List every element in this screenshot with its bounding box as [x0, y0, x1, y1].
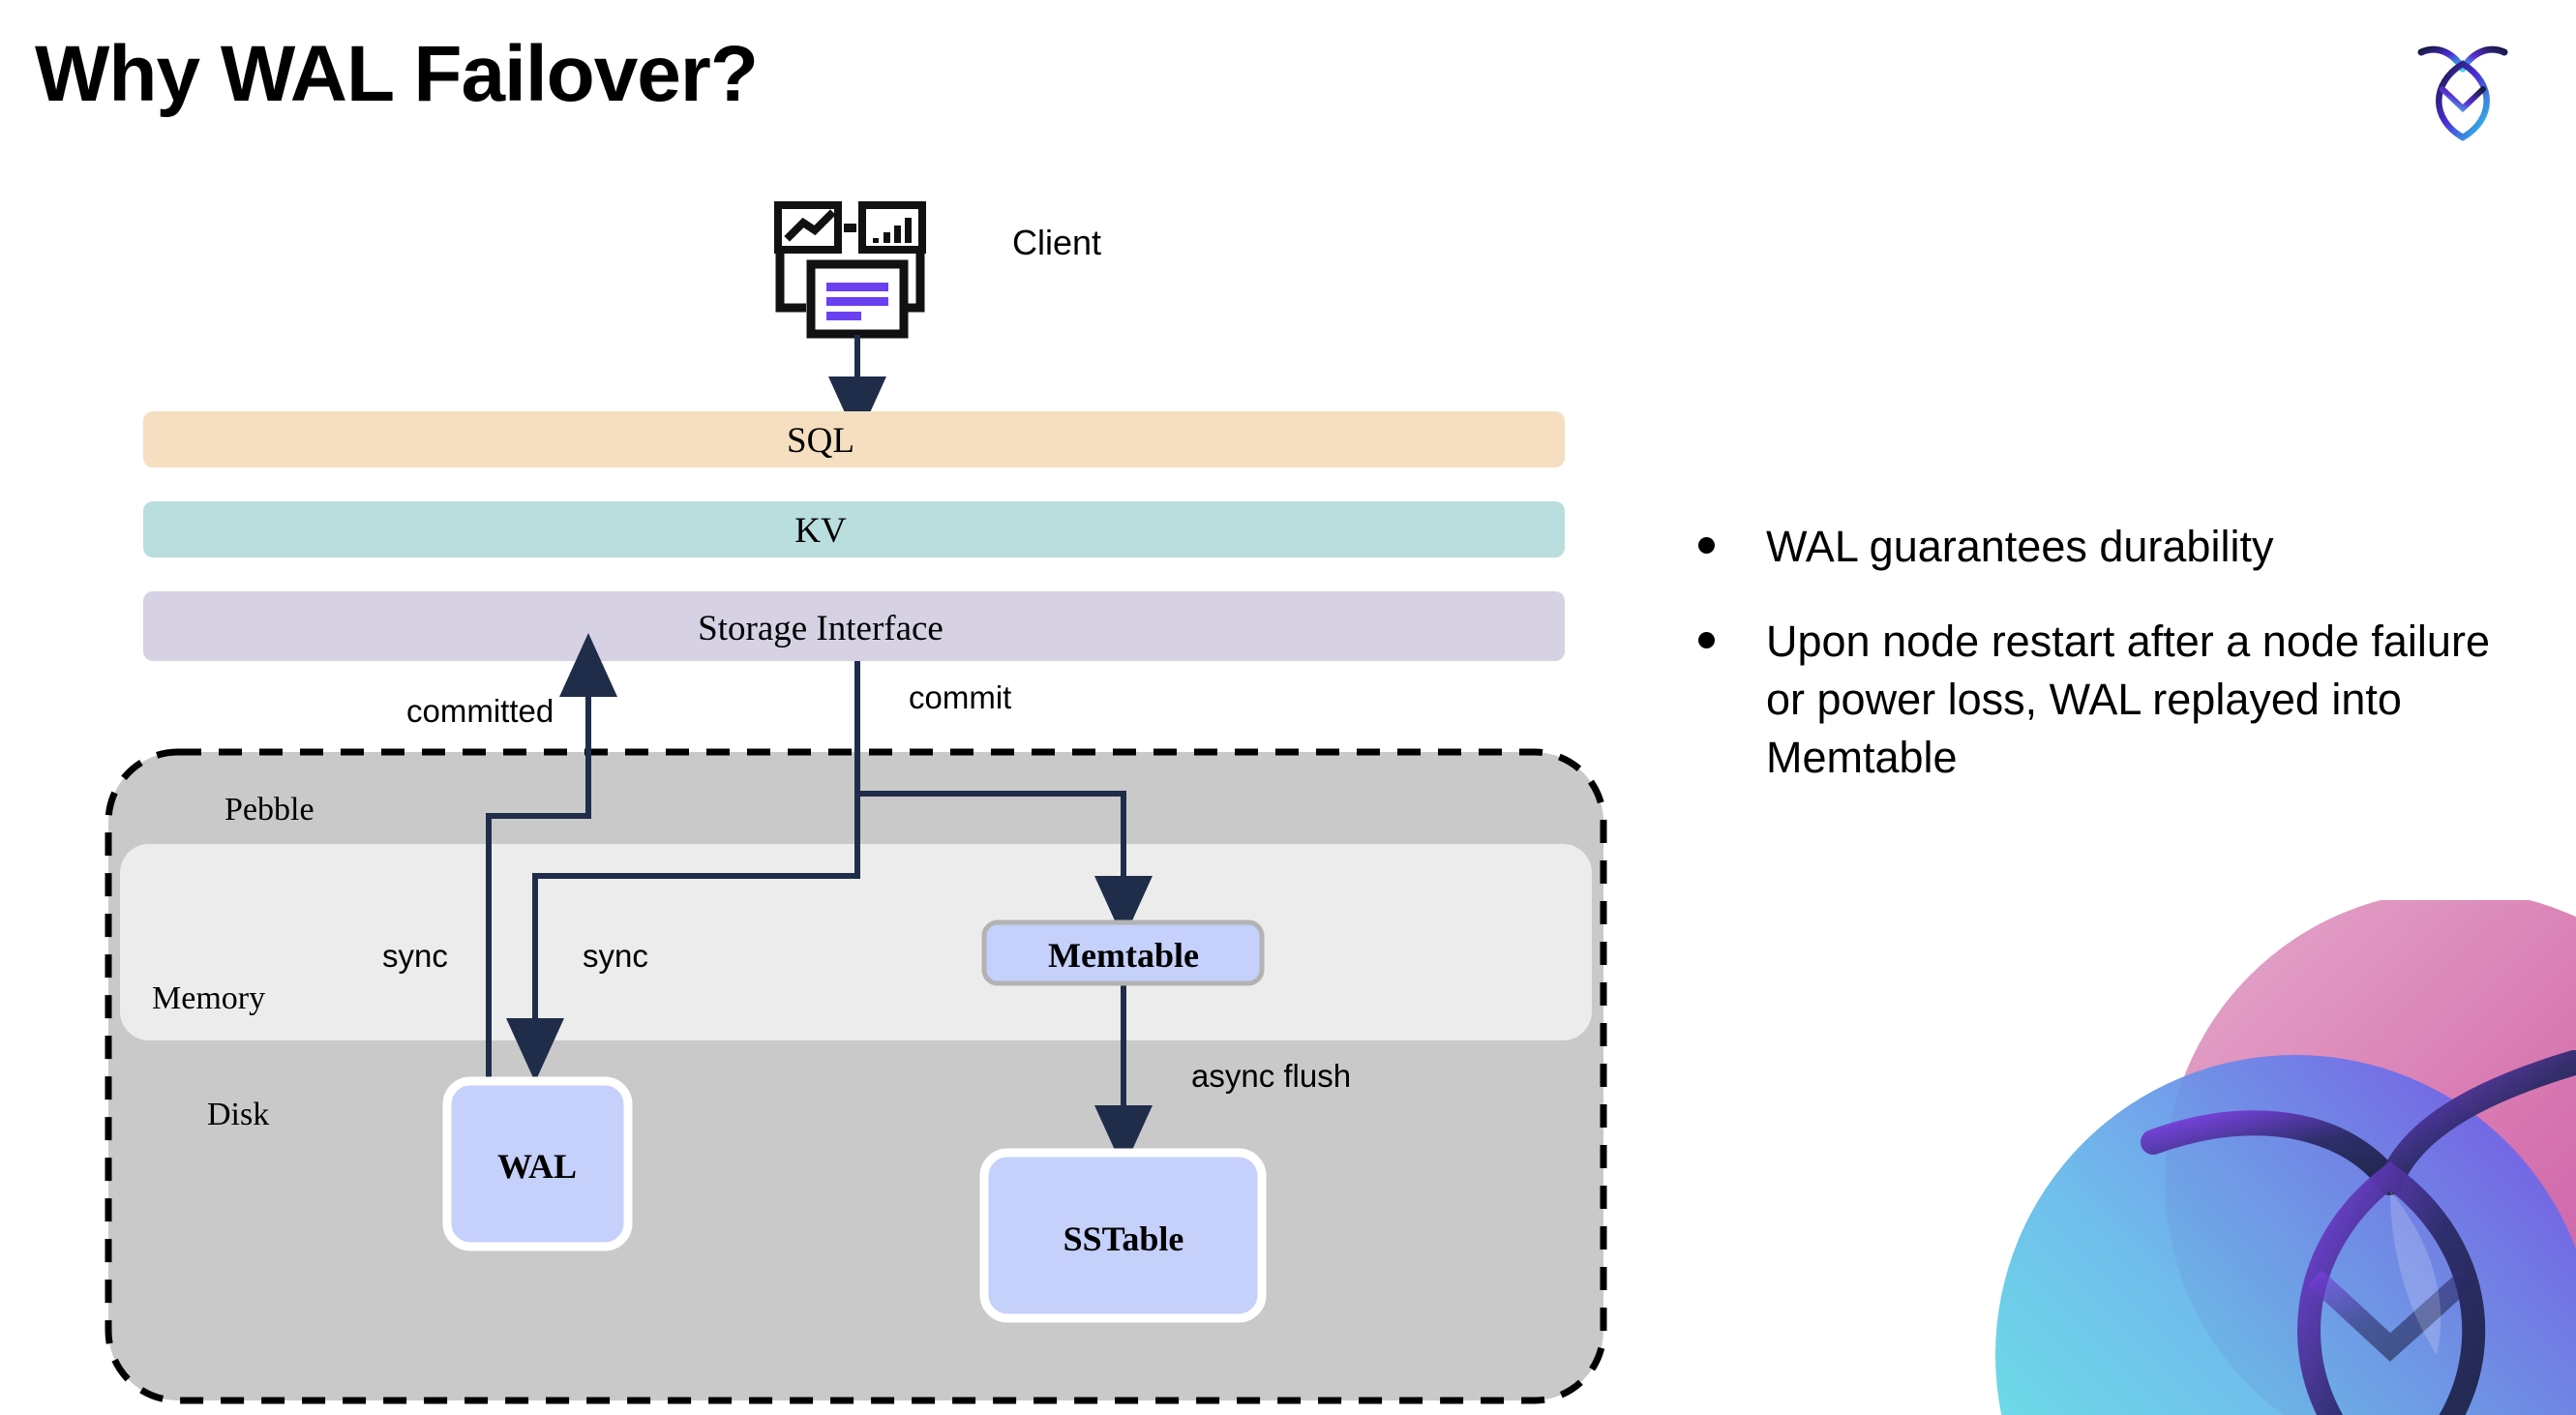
- edge-commit-to-wal: [506, 661, 860, 1082]
- client-label: Client: [1012, 223, 1102, 262]
- edge-committed: [486, 633, 617, 1200]
- cockroachdb-logo: [2410, 37, 2516, 143]
- bullet-text: WAL guarantees durability: [1766, 522, 2274, 571]
- cockroachdb-logo-icon: [2417, 45, 2508, 141]
- layer-bar-sql: [143, 411, 1565, 467]
- edge-label-commit: commit: [909, 679, 1012, 715]
- layer-label-sql: SQL: [787, 421, 854, 461]
- decorative-logo-graphic: [1974, 900, 2576, 1415]
- pebble-label: Pebble: [225, 792, 315, 828]
- memory-label: Memory: [152, 980, 266, 1016]
- edge-label-sync-right: sync: [583, 938, 648, 974]
- edge-label-committed: committed: [406, 693, 554, 729]
- node-sstable: [979, 1148, 1267, 1323]
- node-wal: [442, 1076, 633, 1251]
- decorative-circles-icon: [1995, 900, 2576, 1415]
- layer-bar-storage-interface: [143, 591, 1565, 661]
- edge-commit-to-memtable: [857, 791, 1153, 940]
- client-dashboard-icon: [774, 201, 926, 339]
- edge-label-async-flush: async flush: [1191, 1058, 1352, 1094]
- layer-label-storage-interface: Storage Interface: [698, 609, 944, 648]
- edge-label-sync-left: sync: [382, 938, 448, 974]
- bullet-text: Upon node restart after a node failure o…: [1766, 616, 2490, 782]
- bullet-dot-icon: [1698, 631, 1715, 648]
- list-item: WAL guarantees durability: [1698, 518, 2501, 576]
- node-label-memtable: Memtable: [1048, 936, 1199, 975]
- bullet-dot-icon: [1698, 537, 1715, 554]
- page-title: Why WAL Failover?: [35, 30, 759, 118]
- architecture-diagram: [105, 201, 1607, 1404]
- list-item: Upon node restart after a node failure o…: [1698, 613, 2501, 787]
- layer-bar-kv: [143, 501, 1565, 557]
- node-memtable: [981, 919, 1265, 986]
- node-label-sstable: SSTable: [1063, 1219, 1184, 1258]
- disk-label: Disk: [207, 1097, 270, 1132]
- layer-label-kv: KV: [794, 511, 847, 551]
- bullet-list: WAL guarantees durability Upon node rest…: [1698, 518, 2501, 823]
- node-label-wal: WAL: [496, 1147, 578, 1186]
